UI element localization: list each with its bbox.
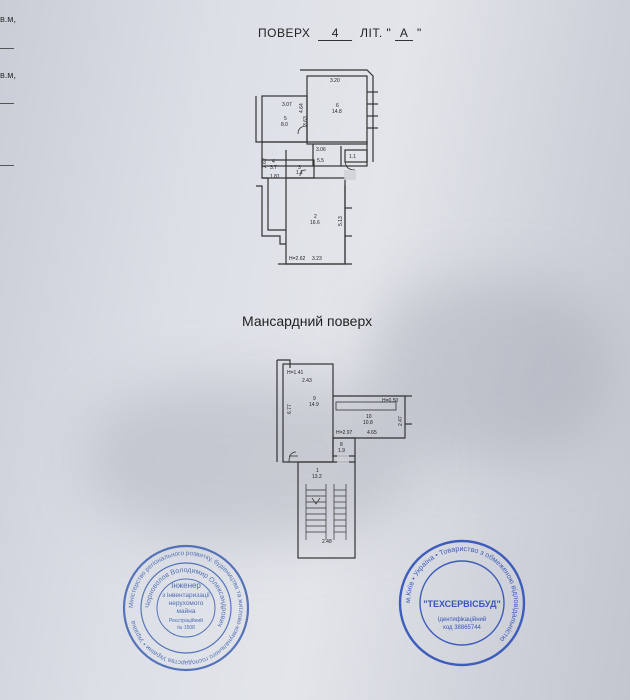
dim-label: 4.64	[299, 103, 305, 113]
stamp-left-line: з інвентаризації	[162, 591, 210, 599]
floor-4-plan	[255, 69, 378, 265]
height-label: H=0.50	[382, 398, 398, 404]
dim-label: 4.65	[367, 430, 377, 436]
height-label: H=1.41	[287, 370, 303, 376]
stamp-right-id-label: Ідентифікаційний	[438, 616, 486, 623]
lit-value: А	[395, 26, 414, 41]
room-area: 1.9	[338, 448, 345, 454]
stamp-left-line: Реєстраційний	[169, 617, 203, 624]
room-area: 1.1	[296, 170, 303, 176]
attic-labels: H=1.41 2.43 H=0.50 6.77 H=2.97 4.65 2.48…	[287, 370, 404, 545]
room-area: 1.1	[349, 154, 356, 160]
room-area: 10.8	[363, 420, 373, 426]
dim-label: 3.63	[303, 116, 309, 126]
height-label: H=2.97	[336, 430, 352, 436]
dim-label: 3.23	[312, 256, 322, 262]
dim-label: 3.20	[330, 78, 340, 84]
floor-4-labels: 3.20 3.07 4.64 3.63 3.06 2.62 1.81 5.13 …	[262, 78, 356, 262]
dim-label: 3.07	[282, 102, 292, 108]
plan4-smudge	[344, 170, 356, 180]
margin-text-2: в.м,	[0, 70, 16, 80]
margin-line	[0, 165, 14, 166]
attic-floor-title: Мансардний поверх	[242, 313, 373, 329]
room-number: 6	[336, 103, 339, 109]
room-area: 13.2	[312, 474, 322, 480]
room-area: 5.5	[317, 158, 324, 164]
lit-end: "	[416, 26, 422, 40]
dim-label: 6.77	[287, 404, 293, 414]
stairs	[305, 484, 347, 540]
room-number: 3	[298, 165, 301, 171]
dim-label: 2.62	[262, 158, 268, 168]
lit-label: ЛІТ. "	[360, 26, 392, 40]
stamp-left-line: № 1508	[177, 625, 195, 631]
room-6-walls	[306, 75, 368, 145]
stamp-right-id-code: код 38865744	[443, 625, 481, 631]
left-margin-fragment: в.м, в.м,	[0, 0, 30, 200]
floor-label: ПОВЕРХ	[258, 26, 311, 40]
company-stamp: м.Київ • Україна • Товариство з обмежено…	[398, 539, 526, 667]
room-number: 8	[340, 442, 343, 448]
room-1-walls	[297, 461, 356, 559]
photo-shadow-bottom	[90, 380, 410, 540]
floor-number: 4	[318, 26, 353, 41]
room-number: 9	[313, 396, 316, 402]
dim-label: 5.13	[338, 216, 344, 226]
margin-text-1: в.м,	[0, 14, 16, 24]
attic-smudge	[337, 454, 349, 464]
margin-line	[0, 103, 14, 104]
room-number: 5	[284, 116, 287, 122]
dim-label: 2.48	[322, 539, 332, 545]
dim-label: 3.06	[316, 147, 326, 153]
floor-heading: ПОВЕРХ 4 ЛІТ. " А "	[258, 26, 422, 41]
room-number: 2	[314, 214, 317, 220]
stamp-left-line: нерухомого	[169, 600, 204, 607]
stamp-right-company-name: "ТЕХСЕРВІСБУД"	[423, 599, 501, 609]
room-area: 16.6	[310, 220, 320, 226]
photo-shadow-top	[370, 280, 610, 460]
room-area: 3.7	[270, 165, 277, 171]
room-number: 10	[366, 414, 372, 420]
room-number: 1	[316, 468, 319, 474]
room-area: 14.9	[309, 402, 319, 408]
stamp-left-line: майна	[177, 607, 196, 615]
stamp-left-line: Інженер	[171, 581, 201, 590]
room-area: 14.8	[332, 109, 342, 115]
engineer-stamp: Міністерство регіонального розвитку, буд…	[122, 544, 250, 672]
margin-line	[0, 48, 14, 49]
room-10-walls	[333, 395, 406, 439]
room-number: 4	[272, 159, 275, 165]
room-area: 8.0	[281, 122, 288, 128]
dim-label: 2.47	[398, 416, 404, 426]
height-label: H=2.62	[289, 256, 305, 262]
dim-label: 1.81	[270, 174, 280, 180]
dim-label: 2.43	[302, 378, 312, 384]
